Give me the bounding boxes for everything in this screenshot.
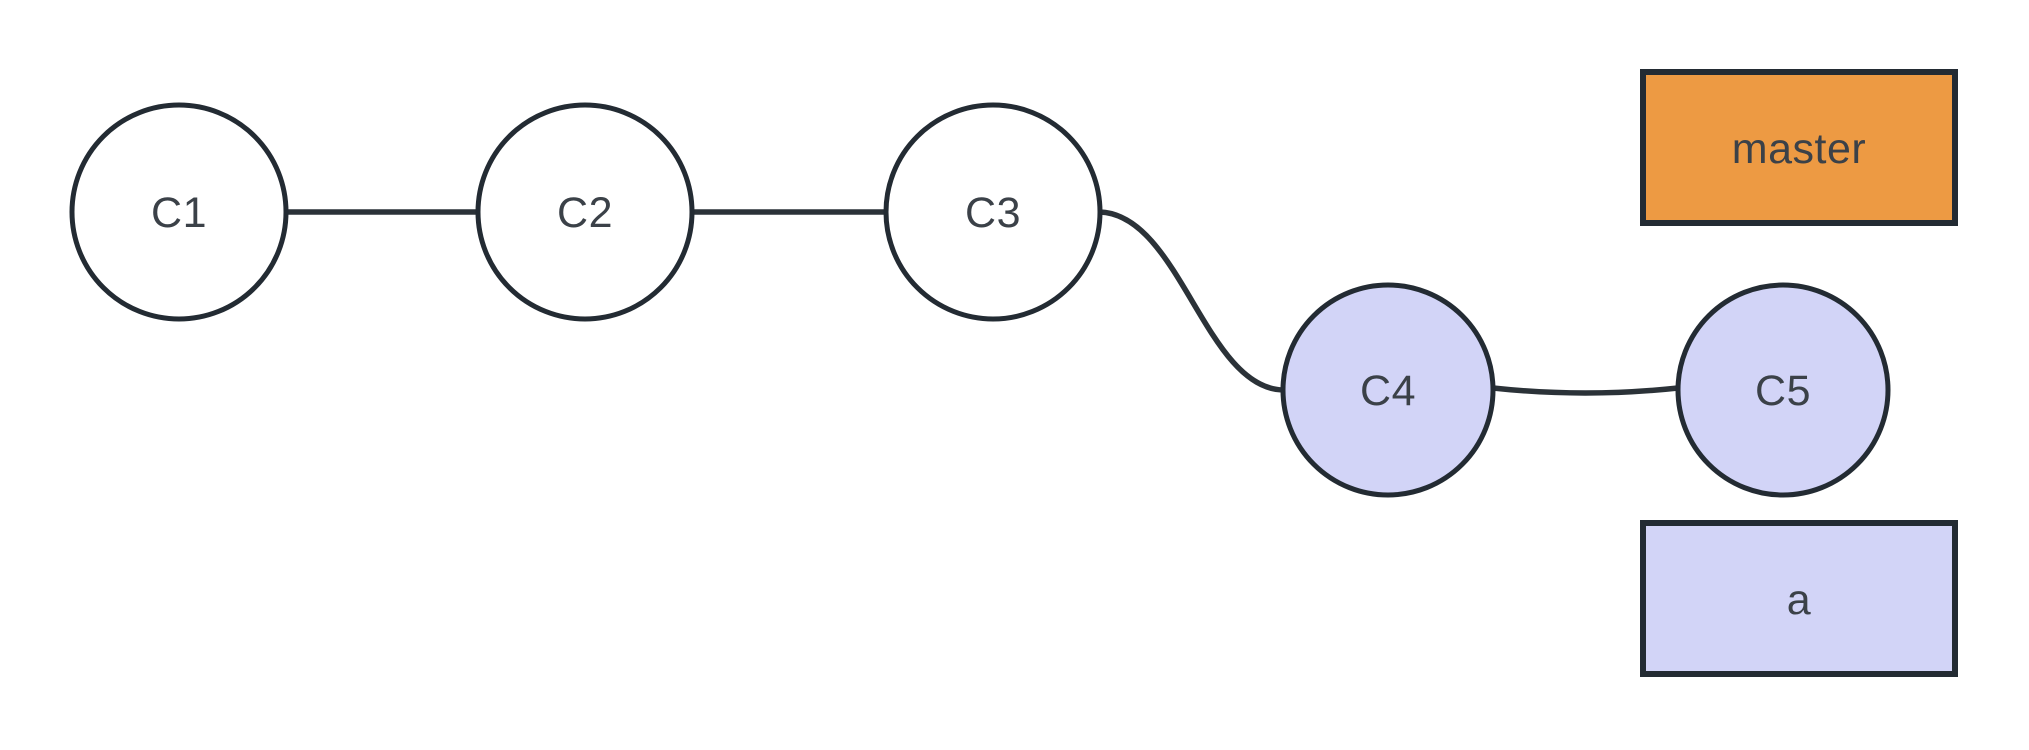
edge-c3-c4 xyxy=(1097,209,1286,393)
commit-circle-c1[interactable] xyxy=(69,102,289,322)
commit-label-c1: C1 xyxy=(151,189,207,237)
commit-node-c2[interactable]: C2 xyxy=(475,102,695,322)
commit-circle-c4[interactable] xyxy=(1280,282,1496,498)
branch-tag-a-label: a xyxy=(1787,576,1811,624)
branch-tag-a[interactable]: a xyxy=(1640,520,1958,677)
commit-node-c5[interactable]: C5 xyxy=(1675,282,1891,498)
branch-tag-a-box[interactable] xyxy=(1640,520,1958,677)
commit-circle-c3[interactable] xyxy=(883,102,1103,322)
branch-tag-master-box[interactable] xyxy=(1640,69,1958,226)
commit-node-c3[interactable]: C3 xyxy=(883,102,1103,322)
commit-node-c4[interactable]: C4 xyxy=(1280,282,1496,498)
commit-node-c1[interactable]: C1 xyxy=(69,102,289,322)
commit-label-c4: C4 xyxy=(1360,367,1416,415)
commit-label-c2: C2 xyxy=(557,189,613,237)
commit-label-c3: C3 xyxy=(965,189,1021,237)
branch-tag-master[interactable]: master xyxy=(1640,69,1958,226)
branch-tag-master-label: master xyxy=(1732,125,1866,173)
commit-circle-c5[interactable] xyxy=(1675,282,1891,498)
edge-group xyxy=(283,209,1681,396)
edge-c4-c5 xyxy=(1490,385,1681,396)
commit-circle-c2[interactable] xyxy=(475,102,695,322)
commit-label-c5: C5 xyxy=(1755,367,1811,415)
